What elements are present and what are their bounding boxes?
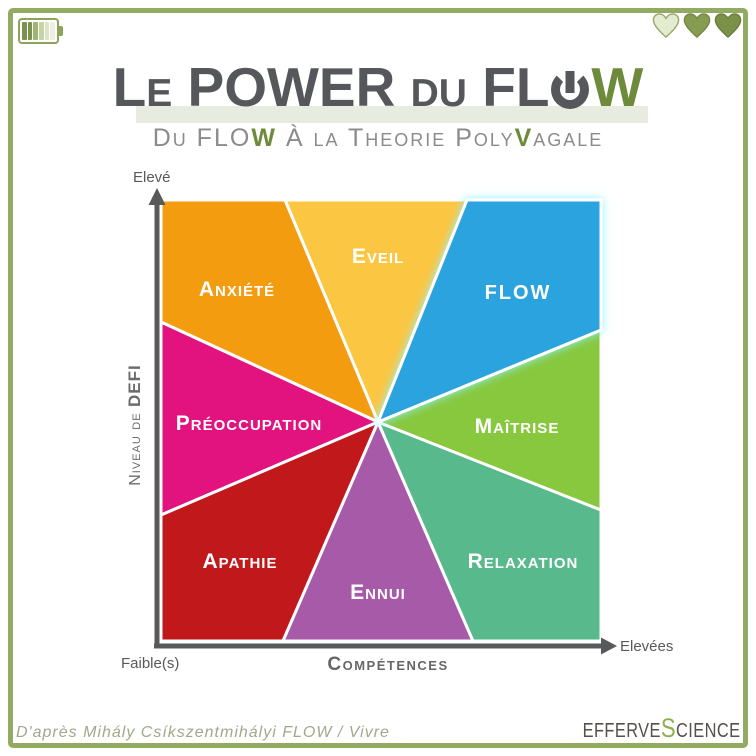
title-accent-letter: W [591, 56, 644, 118]
y-axis-arrow-icon [148, 188, 166, 205]
effervescience-logo: EFFERVESCIENCE [582, 713, 740, 744]
page-subtitle: Du FLOW À la Theorie PolyVagale [0, 126, 756, 151]
battery-cell [33, 22, 39, 40]
heart-icon [714, 13, 742, 39]
brand-text: EFFERVE [582, 720, 661, 742]
battery-icon [18, 18, 59, 44]
region-flow [376, 198, 603, 424]
heart-icon [652, 13, 680, 39]
y-axis-title: Niveau de DEFI [125, 364, 144, 485]
x-axis-max-label: Elevées [620, 638, 673, 655]
region-label-apathie: Apathie [203, 550, 278, 573]
region-label-relaxation: Relaxation [468, 550, 579, 573]
battery-cell [27, 22, 33, 40]
region-label-anxiete: Anxiété [199, 278, 275, 301]
subtitle-text: À la Theorie Poly [276, 124, 515, 152]
y-axis-min-label: Faible(s) [121, 655, 179, 672]
region-label-ennui: Ennui [350, 581, 406, 604]
battery-cell [44, 22, 50, 40]
region-label-maitrise: Maîtrise [475, 415, 560, 438]
axes [148, 188, 617, 655]
brand-accent-letter: S [660, 713, 676, 743]
region-label-preoccupation: Préoccupation [176, 412, 322, 435]
subtitle-accent-letter: W [251, 124, 277, 152]
x-axis-title: Compétences [327, 654, 448, 675]
title-text: Le [112, 56, 188, 118]
subtitle-accent-letter: V [514, 124, 534, 152]
battery-cell [39, 22, 44, 40]
battery-nub [59, 26, 63, 36]
subtitle-text: agale [533, 124, 604, 152]
title-text: POWER [187, 56, 396, 118]
x-axis-arrow-icon [601, 637, 617, 655]
power-button-icon [551, 70, 590, 109]
title-highlight-band [136, 106, 648, 123]
battery-cell [22, 22, 27, 40]
title-text: du [395, 56, 483, 118]
heart-icon [683, 13, 711, 39]
battery-cell [50, 22, 56, 40]
hearts-group [652, 12, 742, 40]
region-label-eveil: Eveil [352, 245, 404, 268]
title-text: FL [482, 56, 550, 118]
credit-text: D'après Mihály Csíkszentmihályi FLOW / V… [16, 724, 390, 741]
brand-text: CIENCE [675, 720, 740, 742]
y-axis-max-label: Elevé [133, 169, 171, 186]
subtitle-text: Du FLO [152, 124, 252, 152]
region-label-flow: FLOW [485, 282, 552, 304]
